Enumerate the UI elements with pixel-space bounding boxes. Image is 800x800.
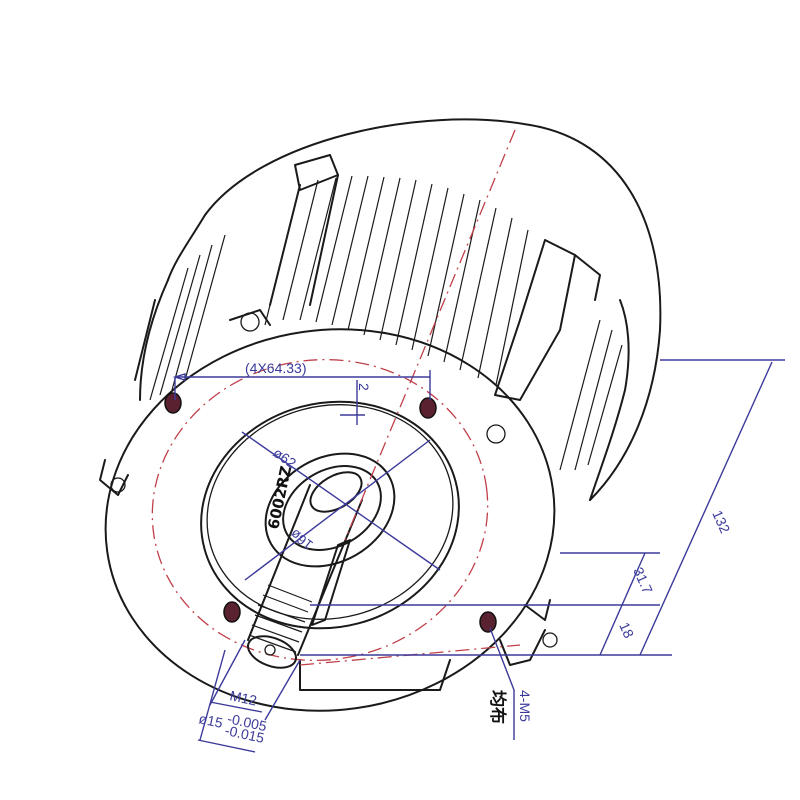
dimension-lines — [172, 359, 785, 753]
mount-holes-label: 4-M5 — [517, 690, 533, 722]
svg-text:ø15: ø15 — [197, 710, 224, 731]
bearing: 6002RZ — [264, 452, 396, 568]
shaft — [247, 471, 363, 669]
dim-31-7-label: 31.7 — [630, 565, 656, 597]
pilot-boss — [200, 400, 460, 630]
flange-offset-label: 2 — [356, 383, 372, 391]
mount-holes — [164, 392, 497, 633]
bolt-circle — [151, 358, 489, 662]
dim-18-label: 18 — [616, 620, 637, 641]
bolt-spacing-label: (4X64.33) — [245, 360, 306, 376]
mount-holes-note: 均布 — [487, 690, 508, 724]
front-flange — [99, 312, 558, 712]
overall-length-label: 132 — [709, 508, 733, 536]
thread-label: M12 — [228, 687, 258, 708]
rear-housing — [167, 118, 662, 501]
finned-body — [134, 154, 630, 501]
pilot-diameter-label: ø62 — [270, 444, 299, 471]
center-lines — [299, 129, 521, 666]
